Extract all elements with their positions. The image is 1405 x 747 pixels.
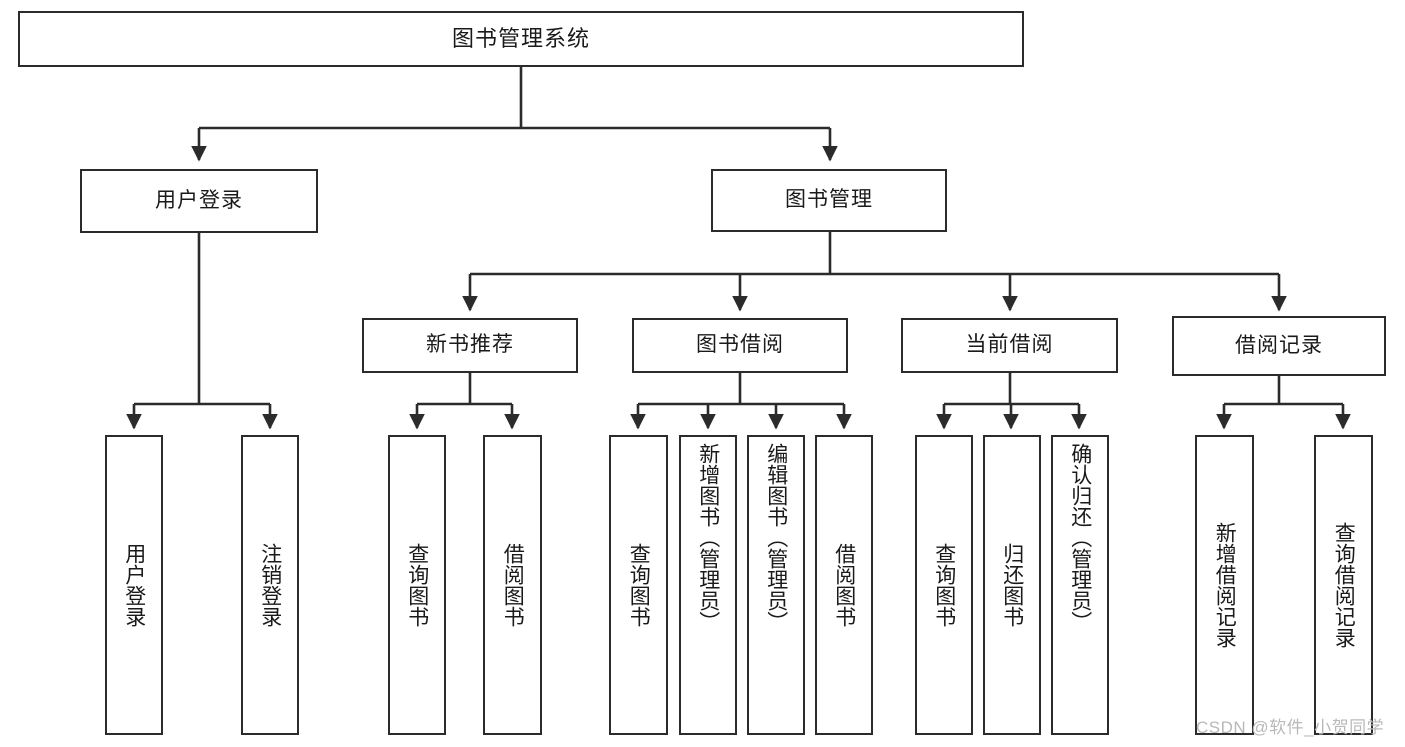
- leaf-label: 借阅图书: [501, 543, 525, 627]
- leaf-label: 借阅图书: [832, 543, 856, 627]
- leaf-label: 新增图书（管理员）: [696, 443, 720, 632]
- leaf-book-borrow-add-book-admin[interactable]: 新增图书（管理员）: [679, 435, 737, 735]
- leaf-book-borrow-query-book[interactable]: 查询图书: [609, 435, 668, 735]
- leaf-label: 归还图书: [1000, 543, 1024, 627]
- leaf-borrow-record-query-record[interactable]: 查询借阅记录: [1314, 435, 1373, 735]
- leaf-label: 查询借阅记录: [1332, 522, 1356, 648]
- leaf-label: 编辑图书（管理员）: [764, 443, 788, 632]
- leaf-user-login-logout[interactable]: 注销登录: [241, 435, 299, 735]
- node-book-management[interactable]: 图书管理: [711, 169, 947, 232]
- leaf-user-login-login[interactable]: 用户登录: [105, 435, 163, 735]
- leaf-label: 注销登录: [258, 543, 282, 627]
- leaf-label: 确认归还（管理员）: [1068, 443, 1092, 632]
- leaf-label: 查询图书: [405, 543, 429, 627]
- leaf-label: 查询图书: [932, 543, 956, 627]
- leaf-new-book-borrow-book[interactable]: 借阅图书: [483, 435, 542, 735]
- leaf-current-borrow-confirm-return-admin[interactable]: 确认归还（管理员）: [1051, 435, 1109, 735]
- node-current-borrow[interactable]: 当前借阅: [901, 318, 1118, 373]
- leaf-current-borrow-return-book[interactable]: 归还图书: [983, 435, 1041, 735]
- leaf-label: 新增借阅记录: [1213, 522, 1237, 648]
- node-borrow-record[interactable]: 借阅记录: [1172, 316, 1386, 376]
- leaf-current-borrow-query-book[interactable]: 查询图书: [915, 435, 973, 735]
- csdn-watermark: CSDN @软件_小贺同学: [1196, 718, 1385, 737]
- leaf-new-book-query-book[interactable]: 查询图书: [388, 435, 446, 735]
- leaf-borrow-record-add-record[interactable]: 新增借阅记录: [1195, 435, 1254, 735]
- leaf-label: 用户登录: [122, 543, 146, 627]
- leaf-book-borrow-borrow-book[interactable]: 借阅图书: [815, 435, 873, 735]
- leaf-label: 查询图书: [627, 543, 651, 627]
- node-new-book-recommend[interactable]: 新书推荐: [362, 318, 578, 373]
- leaf-book-borrow-edit-book-admin[interactable]: 编辑图书（管理员）: [747, 435, 805, 735]
- node-user-login[interactable]: 用户登录: [80, 169, 318, 233]
- node-book-borrow[interactable]: 图书借阅: [632, 318, 848, 373]
- node-root-book-management-system[interactable]: 图书管理系统: [18, 11, 1024, 67]
